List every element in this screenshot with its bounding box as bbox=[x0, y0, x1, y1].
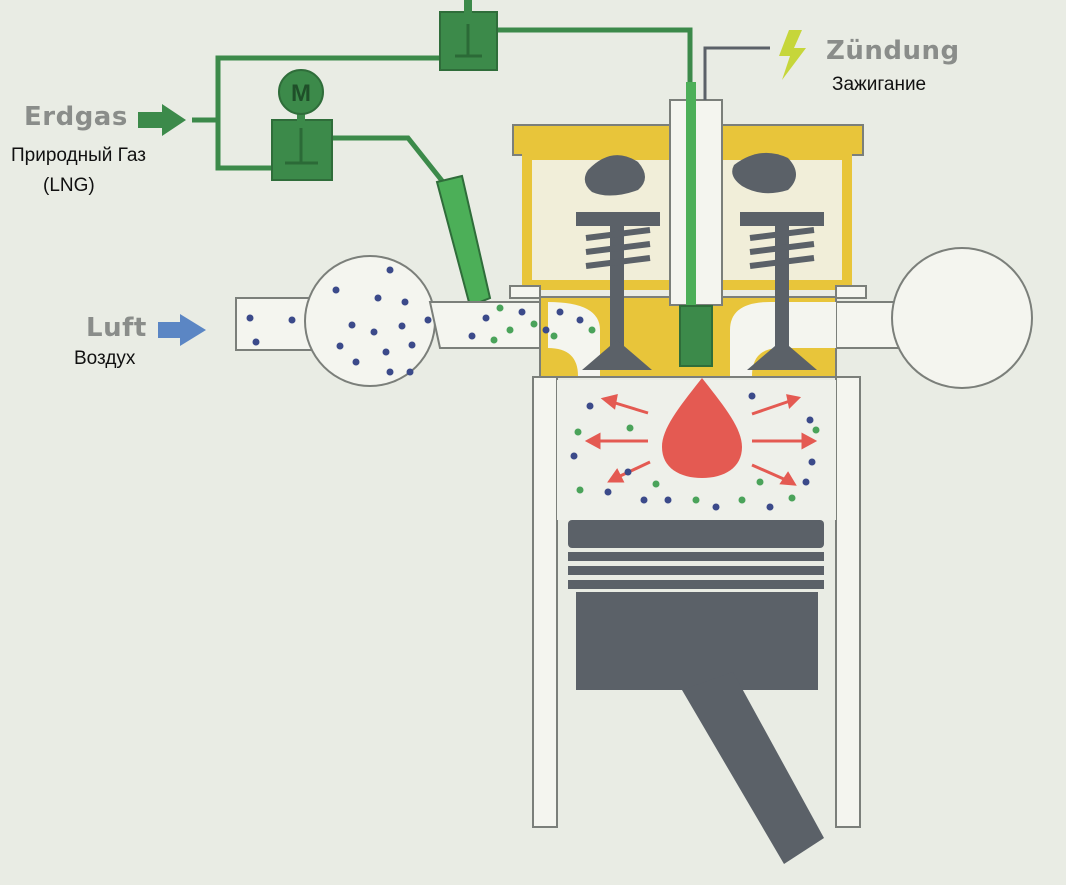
air-particles bbox=[246, 266, 816, 511]
intake-valve bbox=[576, 212, 660, 370]
gas-supply-lines bbox=[192, 27, 693, 184]
exhaust-valve bbox=[740, 212, 824, 370]
luft-arrow-icon bbox=[158, 314, 206, 346]
flame-expansion-arrows bbox=[584, 393, 818, 486]
spark-plug bbox=[669, 46, 770, 367]
gas-injector bbox=[435, 174, 492, 308]
gas-regulator-valve bbox=[439, 0, 498, 71]
combustion-flame bbox=[662, 378, 742, 478]
ignition-label: Зажигание bbox=[832, 74, 927, 95]
exhaust-cam bbox=[732, 152, 796, 194]
connecting-rod bbox=[682, 672, 824, 864]
lng-label: (LNG) bbox=[43, 175, 95, 196]
valves bbox=[576, 212, 824, 370]
zuendung-label: Zündung bbox=[826, 36, 960, 66]
piston bbox=[568, 520, 824, 690]
erdgas-arrow-icon bbox=[138, 104, 186, 136]
motor-label: M bbox=[291, 80, 311, 107]
spark-icon bbox=[779, 30, 806, 80]
erdgas-label: Erdgas bbox=[24, 102, 128, 132]
air-label: Воздух bbox=[74, 348, 136, 369]
luft-label: Luft bbox=[86, 313, 147, 343]
intake-cam bbox=[584, 155, 645, 196]
gas-metering-valve bbox=[271, 108, 333, 181]
motor-icon: M bbox=[278, 69, 324, 115]
camshafts bbox=[584, 152, 796, 196]
natural-gas-label: Природный Газ bbox=[11, 145, 146, 166]
gas-particles bbox=[490, 304, 820, 504]
